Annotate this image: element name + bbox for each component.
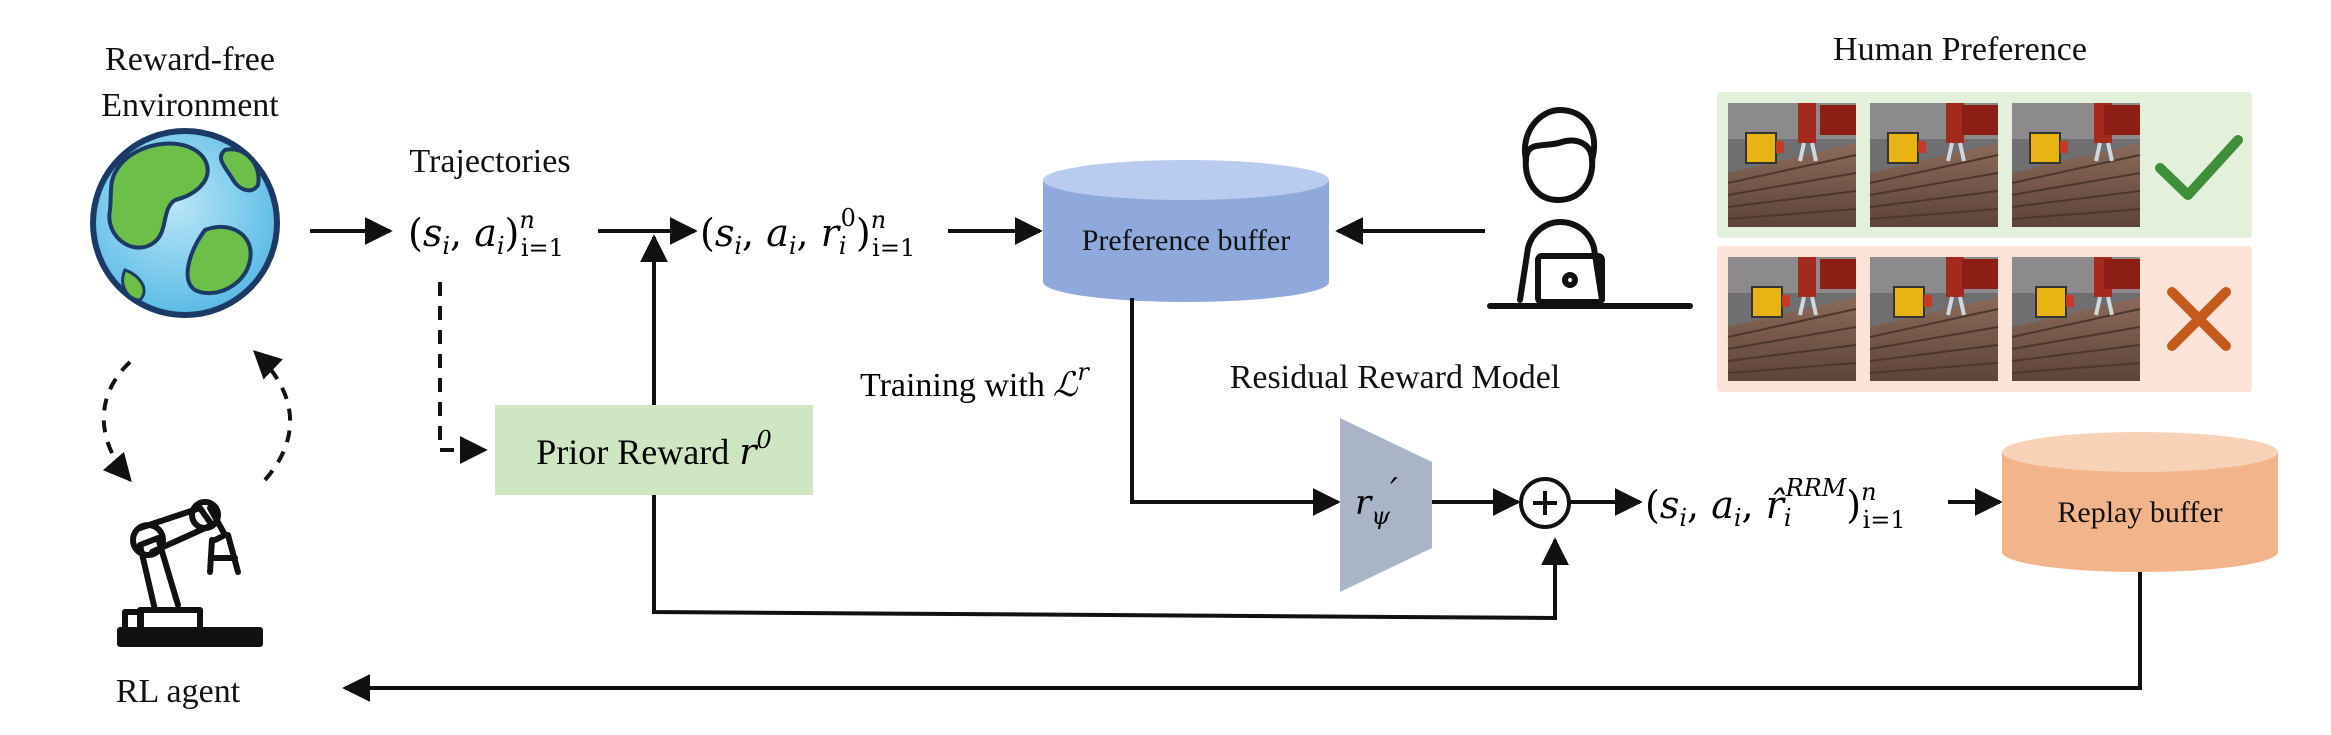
prior-reward-box — [495, 405, 813, 495]
sum-node — [1519, 477, 1571, 529]
rollout-frame — [1869, 103, 1999, 227]
preference-buffer-cylinder — [1043, 160, 1329, 302]
replay-buffer-label: Replay buffer — [2057, 496, 2222, 529]
robot-arm-icon — [117, 499, 263, 647]
trajectories-label: Trajectories — [409, 143, 570, 180]
trajectories-to-prior-arrow — [438, 282, 488, 464]
rollout-frames — [1727, 103, 2141, 381]
env-to-agent-arrow — [101, 360, 132, 483]
preference-buffer-label: Preference buffer — [1082, 224, 1290, 257]
env-title-line2: Environment — [101, 87, 279, 124]
rl-agent-label: RL agent — [116, 673, 241, 710]
rollout-frame — [2011, 257, 2141, 381]
rollout-frame — [1727, 103, 1857, 227]
check-icon — [2155, 135, 2243, 200]
env-title-line1: Reward-free — [105, 41, 275, 78]
human-labeler-icon — [1487, 107, 1693, 309]
agent-to-env-arrow — [252, 350, 293, 482]
replay-to-agent-arrow — [342, 572, 2142, 702]
cross-icon — [2167, 287, 2231, 351]
prior-to-sum-arrow — [652, 495, 1569, 621]
buffer-to-model-arrow — [1130, 298, 1341, 516]
rollout-frame — [2011, 103, 2141, 227]
earth-icon — [90, 128, 280, 318]
reward-model-block — [1340, 418, 1432, 592]
rollout-frame — [1869, 257, 1999, 381]
residual-model-title: Residual Reward Model — [1230, 359, 1561, 396]
replay-buffer-cylinder — [2002, 432, 2278, 572]
human-preference-title: Human Preference — [1833, 31, 2087, 68]
rollout-frame — [1727, 257, 1857, 381]
reward-model-symbol: rψ′ — [1355, 471, 1398, 530]
